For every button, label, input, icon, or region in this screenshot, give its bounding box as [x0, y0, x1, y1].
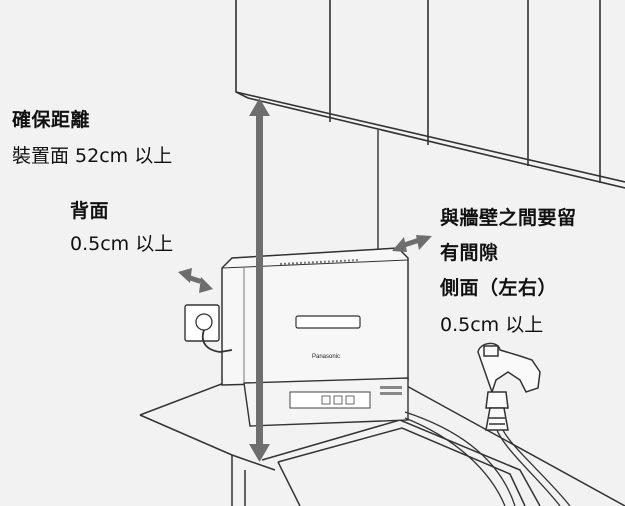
sink: [261, 419, 541, 506]
faucet: [477, 342, 541, 431]
side-arrow: [392, 235, 432, 252]
clearance-value: 裝置面 52cm 以上: [12, 145, 173, 167]
clearance-arrow: [249, 98, 270, 462]
dishwasher: [221, 247, 409, 427]
side-note-line1: 與牆壁之間要留: [440, 207, 577, 229]
back-value: 0.5cm 以上: [70, 233, 174, 255]
clearance-title: 確保距離: [12, 109, 91, 131]
side-value: 0.5cm 以上: [440, 314, 544, 336]
side-title: 側面（左右）: [440, 277, 558, 299]
side-note-line2: 有間隙: [440, 242, 499, 264]
back-title: 背面: [70, 200, 110, 222]
wall-cabinet: [235, 0, 625, 189]
back-arrow: [178, 268, 213, 293]
power-outlet: [184, 304, 233, 353]
hoses: [404, 411, 571, 506]
brand-logo: Panasonic: [312, 354, 340, 360]
